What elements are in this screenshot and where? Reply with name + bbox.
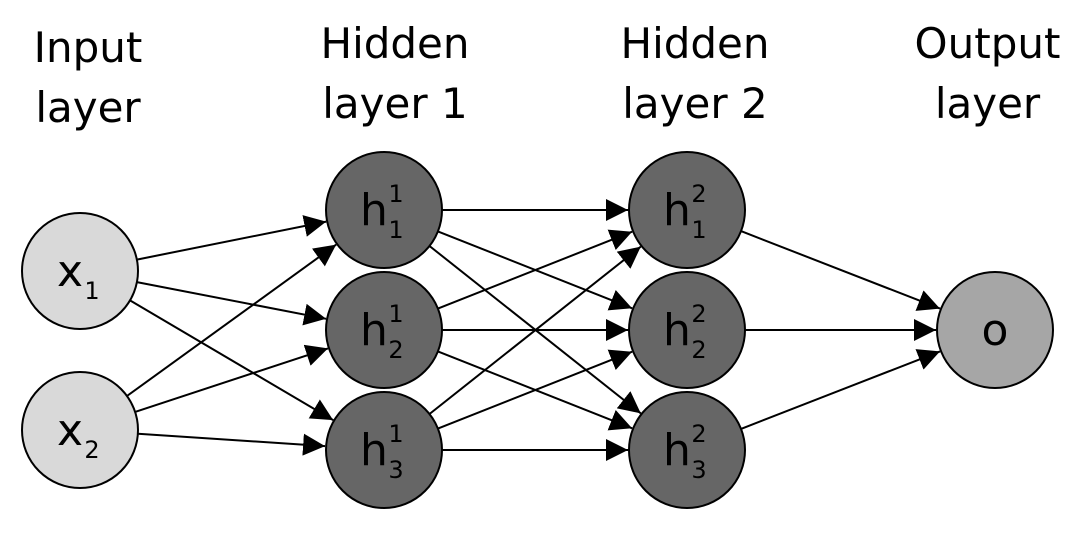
node-label-base: h xyxy=(663,425,691,476)
node-label-base: h xyxy=(663,185,691,236)
layer-title-output-line1: Output xyxy=(914,19,1061,68)
edge-input-2-to-hidden1-1 xyxy=(126,243,337,397)
node-circle xyxy=(325,271,443,389)
node-label-subscript: 2 xyxy=(388,336,403,364)
node-label-subscript: 1 xyxy=(691,216,706,244)
node-circle xyxy=(628,391,746,509)
layer-title-hidden1-line2: layer 1 xyxy=(322,79,468,128)
node-label-subscript: 2 xyxy=(84,436,99,464)
node-label-superscript: 2 xyxy=(691,420,706,448)
node-label-base: h xyxy=(360,305,388,356)
layer-title-input-line1: Input xyxy=(33,23,143,72)
node-output-1: o xyxy=(936,271,1054,389)
node-label-subscript: 3 xyxy=(388,456,403,484)
layer-title-input: Input layer xyxy=(18,18,158,138)
edge-input-1-to-hidden1-1 xyxy=(136,215,327,261)
node-label-base: o xyxy=(982,305,1009,356)
layer-title-hidden1-line1: Hidden xyxy=(320,19,470,68)
layer-title-input-line2: layer xyxy=(35,83,141,132)
layer-title-hidden2-line1: Hidden xyxy=(620,19,770,68)
node-circle xyxy=(936,271,1054,389)
node-label-subscript: 3 xyxy=(691,456,706,484)
node-circle xyxy=(628,271,746,389)
node-label-superscript: 2 xyxy=(691,180,706,208)
node-label-base: x xyxy=(57,405,83,456)
layer-title-output: Output layer xyxy=(900,14,1075,134)
node-label-superscript: 2 xyxy=(691,300,706,328)
node-label-base: h xyxy=(360,425,388,476)
node-label-base: h xyxy=(360,185,388,236)
node-label-superscript: 1 xyxy=(388,300,403,328)
edge-input-2-to-hidden1-3 xyxy=(137,432,326,456)
layer-title-hidden2-line2: layer 2 xyxy=(622,79,768,128)
node-label-superscript: 1 xyxy=(388,420,403,448)
node-label-base: h xyxy=(663,305,691,356)
edge-hidden1-2-to-hidden2-1 xyxy=(437,229,633,310)
node-label-subscript: 1 xyxy=(388,216,403,244)
connections xyxy=(126,199,941,461)
node-label-subscript: 1 xyxy=(84,277,99,305)
node-label-subscript: 2 xyxy=(691,336,706,364)
edge-hidden1-3-to-hidden2-2 xyxy=(437,349,633,430)
node-circle xyxy=(21,371,139,489)
node-circle xyxy=(628,151,746,269)
layer-title-hidden1: Hidden layer 1 xyxy=(305,14,485,134)
node-circle xyxy=(21,212,139,330)
node-circle xyxy=(325,391,443,509)
edge-hidden1-3-to-hidden2-1 xyxy=(428,245,642,415)
node-label-base: x xyxy=(57,246,83,297)
node-circle xyxy=(325,151,443,269)
edge-input-1-to-hidden1-2 xyxy=(136,281,327,326)
layer-title-output-line2: layer xyxy=(934,79,1041,128)
node-label-superscript: 1 xyxy=(388,180,403,208)
edge-input-2-to-hidden1-2 xyxy=(134,344,329,413)
edge-hidden2-3-to-output-1 xyxy=(740,349,941,430)
layer-title-hidden2: Hidden layer 2 xyxy=(605,14,785,134)
edge-hidden2-1-to-output-1 xyxy=(740,230,941,311)
edge-input-1-to-hidden1-3 xyxy=(129,299,334,421)
